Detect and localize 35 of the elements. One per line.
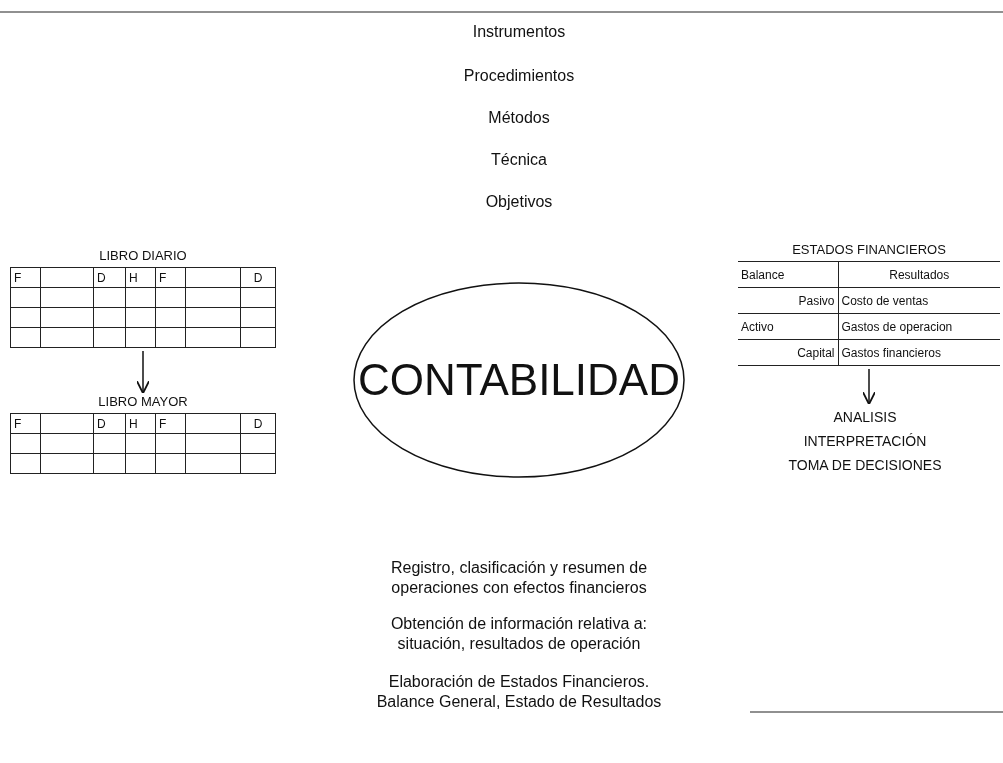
column-header: F [10, 267, 41, 288]
description-text: Elaboración de Estados Financieros. Balance General, Estado de Resultados [375, 672, 663, 712]
column-header: D [93, 267, 126, 288]
step-text: INTERPRETACIÓN [802, 432, 928, 451]
concept-label: Métodos [487, 108, 551, 128]
step-text: ANALISIS [832, 408, 898, 427]
arrow [862, 368, 876, 406]
account-name: Capital [738, 339, 838, 366]
column-header: F [10, 413, 41, 434]
column-header: H [125, 267, 156, 288]
account-name: Costo de ventas [838, 287, 1000, 314]
account-name: Activo [738, 313, 838, 340]
concept-label: Técnica [490, 150, 548, 170]
account-name: Pasivo [738, 287, 838, 314]
column-header: Resultados [838, 261, 1000, 288]
step-text: TOMA DE DECISIONES [787, 456, 943, 475]
table-title: ESTADOS FINANCIEROS [791, 242, 947, 257]
table-title: LIBRO MAYOR [97, 394, 189, 409]
column-header: F [155, 267, 186, 288]
concept-label: Objetivos [484, 192, 554, 212]
column-header: D [240, 267, 276, 288]
description-text: Obtención de información relativa a: situación, resultados de operación [389, 614, 649, 654]
table-title: LIBRO DIARIO [98, 248, 188, 263]
arrow [136, 350, 150, 395]
account-name: Gastos financieros [838, 339, 1000, 366]
column-header: H [125, 413, 156, 434]
description-text: Registro, clasificación y resumen de operaciones con efectos financieros [389, 558, 649, 598]
column-header: D [240, 413, 276, 434]
column-header: F [155, 413, 186, 434]
concept-label: Procedimientos [462, 66, 576, 86]
account-name: Gastos de operacion [838, 313, 1000, 340]
column-header: Balance [738, 261, 838, 288]
column-header: D [93, 413, 126, 434]
concept-label: Instrumentos [471, 22, 567, 42]
central-concept: CONTABILIDAD [358, 355, 680, 405]
